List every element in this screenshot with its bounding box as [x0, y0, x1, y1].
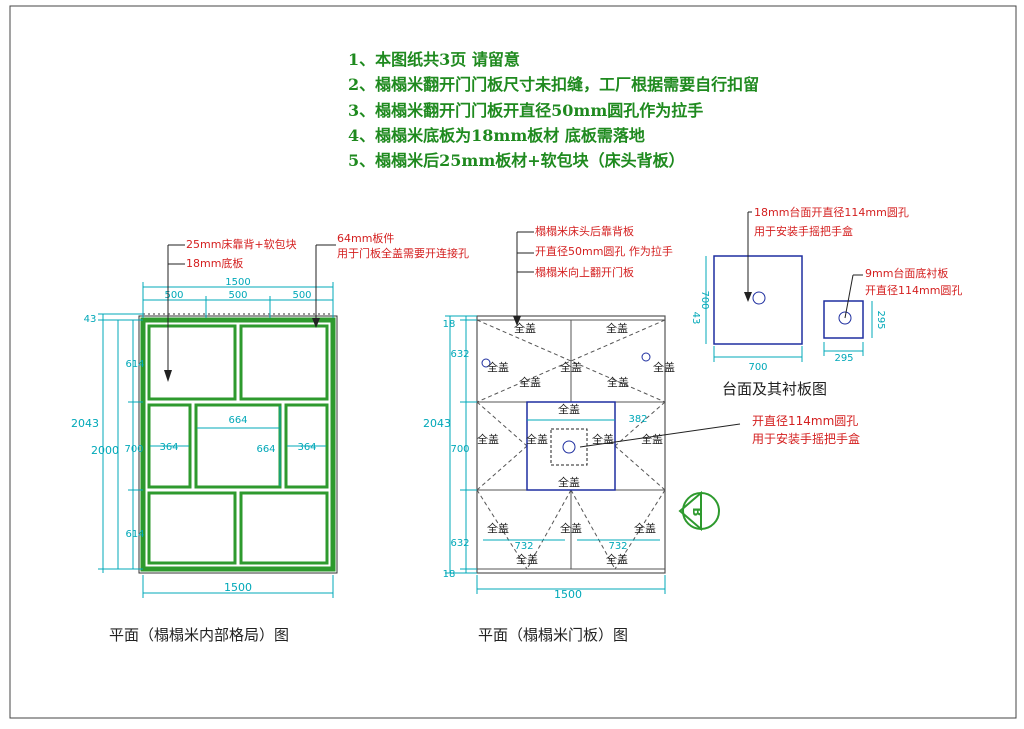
hole-box: [550, 428, 588, 466]
section-marker-label: B: [690, 507, 704, 516]
callout-panel: 64mm板件: [337, 231, 394, 245]
dim-cell-center-v: 664: [256, 444, 275, 455]
middle-plan: 全盖 全盖 全盖 全盖 全盖 全盖 全盖 全盖 全盖 全盖 全盖 全盖 全盖 全…: [423, 224, 860, 601]
note-1: 1、本图纸共3页 请留意: [348, 50, 520, 69]
cover-label: 全盖: [653, 360, 675, 374]
dim-sub-h: 295: [875, 310, 886, 329]
dim-cell-right: 364: [297, 442, 316, 453]
cell-top-right: [239, 324, 329, 401]
note-3: 3、榻榻米翻开门门板开直径50mm圆孔作为拉手: [348, 101, 704, 120]
dim-lower: 632: [450, 538, 469, 549]
cover-label: 全盖: [560, 360, 582, 374]
cell-bot-left: [147, 491, 237, 565]
center-panel: [526, 401, 616, 491]
dim-top-h-small: 43: [690, 312, 701, 325]
border-frame: [9, 5, 1017, 719]
callout-mid-hole: 开直径50mm圆孔 作为拉手: [535, 244, 673, 258]
countertop: [713, 255, 803, 345]
left-plan: 1500 500 500 500 43 2043 2000 614 700 61…: [71, 231, 469, 598]
dim-total: 2043: [423, 417, 451, 430]
sub-panel-hole: [838, 311, 852, 325]
dim-total-height: 2043: [71, 417, 99, 430]
caption-middle-plan: 平面（榻榻米门板）图: [478, 626, 629, 644]
dim-cell-center: 664: [228, 415, 247, 426]
note-2: 2、榻榻米翻开门门板尺寸未扣缝，工厂根据需要自行扣留: [348, 75, 760, 94]
pull-hole-left: [481, 358, 491, 368]
cover-label: 全盖: [560, 521, 582, 535]
cover-label: 全盖: [516, 552, 538, 566]
dim-inner-right: 382: [628, 414, 647, 425]
cover-label: 全盖: [634, 521, 656, 535]
cover-label: 全盖: [607, 375, 629, 389]
dim-row-mid: 700: [124, 444, 143, 455]
dim-row-top: 614: [125, 359, 144, 370]
dim-inner-w2: 732: [608, 541, 627, 552]
cover-label: 全盖: [558, 475, 580, 489]
dim-row-bot: 614: [125, 529, 144, 540]
callout-bottom: 18mm底板: [186, 256, 243, 270]
hole-114: [562, 440, 576, 454]
dim-seg-c: 500: [292, 290, 311, 301]
pull-hole-right: [641, 352, 651, 362]
callout-mid-back: 榻榻米床头后靠背板: [535, 224, 634, 238]
sub-panel: [823, 300, 864, 339]
dim-seg-b: 500: [228, 290, 247, 301]
callout-countertop-note: 用于安装手摇把手盒: [754, 224, 853, 238]
dim-top: 18: [443, 319, 456, 330]
dim-width: 1500: [554, 588, 582, 601]
dim-upper: 632: [450, 349, 469, 360]
dim-cell-left: 364: [159, 442, 178, 453]
left-outer-frame: [140, 317, 336, 572]
caption-left-plan: 平面（榻榻米内部格局）图: [109, 626, 290, 644]
right-plan: 18mm台面开直径114mm圆孔 用于安装手摇把手盒 700 700 43 9m…: [678, 205, 962, 532]
callout-panel-note: 用于门板全盖需要开连接孔: [337, 246, 469, 260]
caption-right-plan: 台面及其衬板图: [722, 380, 828, 398]
callout-sub: 9mm台面底衬板: [865, 266, 948, 280]
dim-sub-w: 295: [834, 353, 853, 364]
dim-bottom: 18: [443, 569, 456, 580]
dim-mid: 700: [450, 444, 469, 455]
callout-hole-note: 用于安装手摇把手盒: [752, 431, 860, 446]
cover-label: 全盖: [514, 321, 536, 335]
cover-label: 全盖: [526, 432, 548, 446]
callout-sub-note: 开直径114mm圆孔: [865, 283, 962, 297]
cover-label: 全盖: [487, 521, 509, 535]
callout-mid-flip: 榻榻米向上翻开门板: [535, 265, 634, 279]
dim-top-w: 700: [748, 362, 767, 373]
cell-top-left: [147, 324, 237, 401]
callout-back: 25mm床靠背+软包块: [186, 237, 297, 251]
dim-inner-w1: 732: [514, 541, 533, 552]
callout-hole-114: 开直径114mm圆孔: [752, 414, 858, 428]
note-4: 4、榻榻米底板为18mm板材 底板需落地: [348, 126, 645, 145]
dim-bottom-width: 1500: [224, 581, 252, 594]
dim-top-h: 700: [699, 290, 710, 309]
cover-label: 全盖: [606, 552, 628, 566]
door-outer: [476, 315, 666, 574]
dim-top-gap: 43: [84, 314, 97, 325]
cover-label: 全盖: [606, 321, 628, 335]
callout-countertop: 18mm台面开直径114mm圆孔: [754, 205, 909, 219]
cell-bot-right: [239, 491, 329, 565]
dim-seg-a: 500: [164, 290, 183, 301]
cover-label: 全盖: [477, 432, 499, 446]
cover-label: 全盖: [487, 360, 509, 374]
cell-mid-right: [284, 403, 329, 489]
cell-mid-left: [147, 403, 192, 489]
cover-label: 全盖: [519, 375, 541, 389]
countertop-hole: [752, 291, 766, 305]
cover-label: 全盖: [558, 402, 580, 416]
dim-inner-height: 2000: [91, 444, 119, 457]
note-5: 5、榻榻米后25mm板材+软包块（床头背板）: [348, 151, 685, 170]
dim-total-width: 1500: [225, 277, 250, 288]
cover-label: 全盖: [641, 432, 663, 446]
